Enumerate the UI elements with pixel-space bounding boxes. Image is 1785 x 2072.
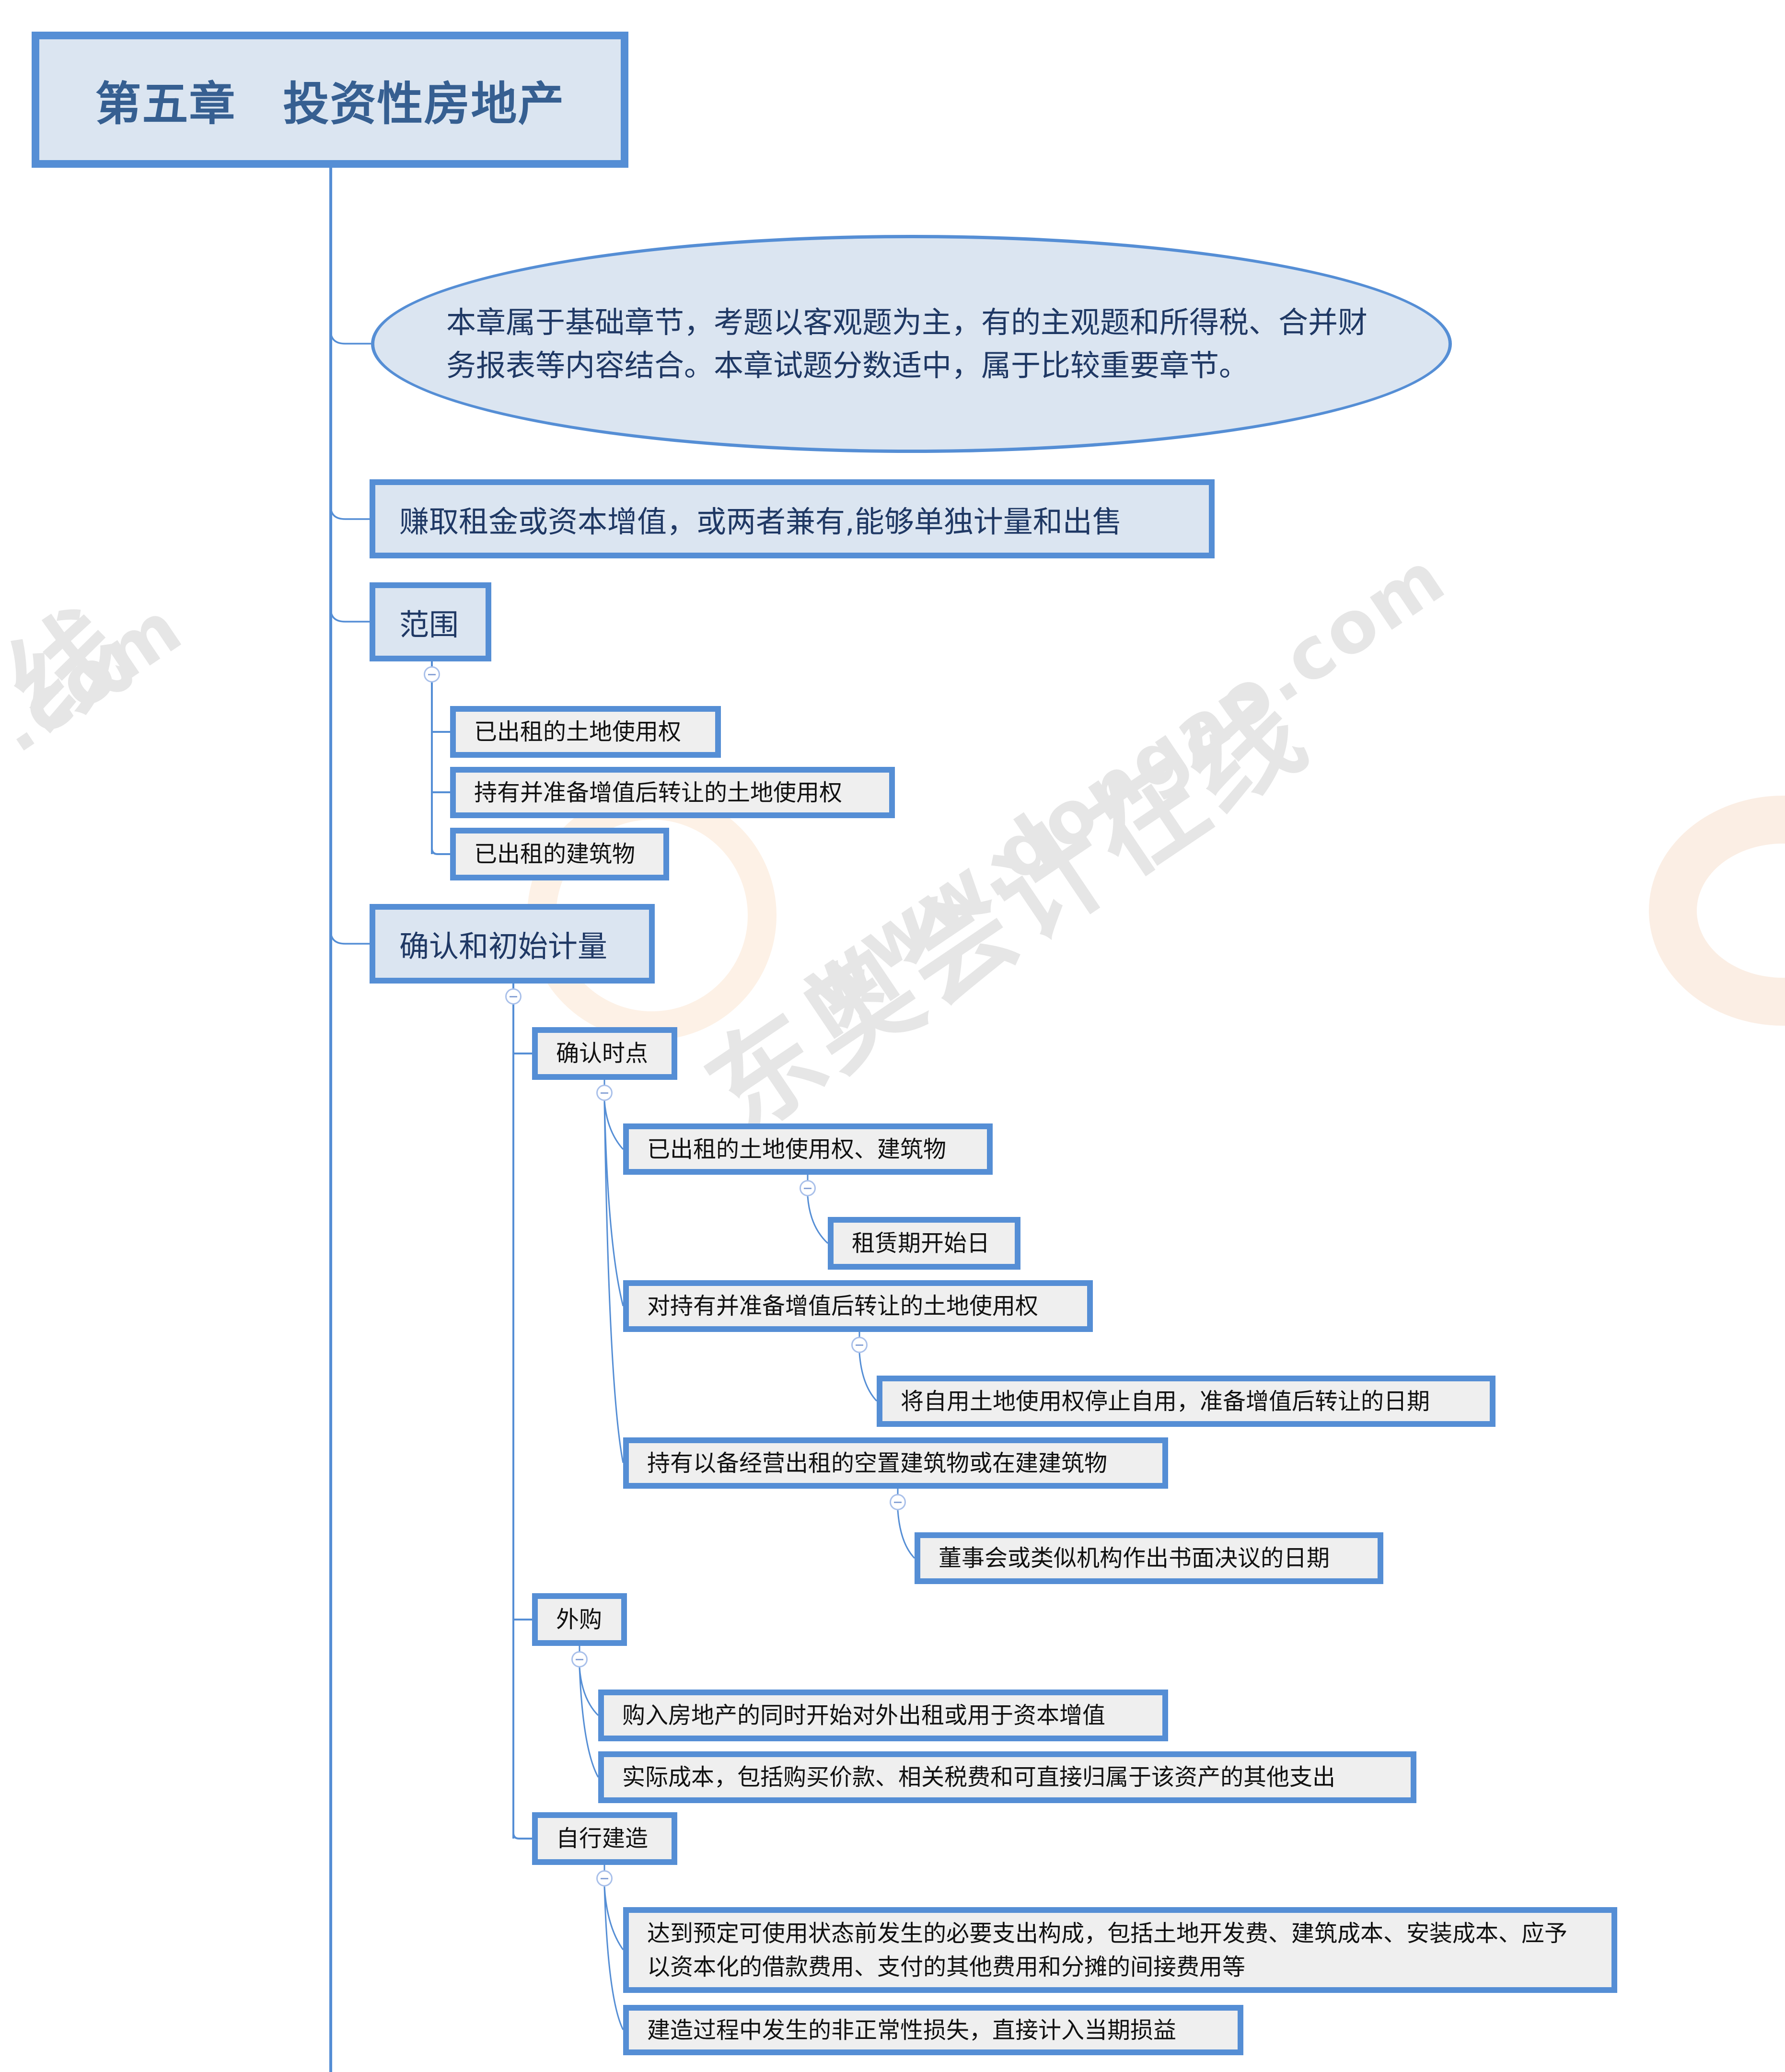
purchase-item-label: 购入房地产的同时开始对外出租或用于资本增值 (622, 1702, 1106, 1729)
minus-icon (428, 673, 436, 675)
timing-vacant-building-date[interactable]: 董事会或类似机构作出书面决议的日期 (915, 1532, 1383, 1584)
collapse-timing-button[interactable] (596, 1085, 613, 1101)
timing-held-land-item[interactable]: 对持有并准备增值后转让的土地使用权 (623, 1280, 1093, 1332)
subtopic-purchase-label: 外购 (556, 1606, 603, 1633)
timing-item-label: 已出租的土地使用权、建筑物 (647, 1135, 947, 1163)
subtopic-timing[interactable]: 确认时点 (532, 1027, 677, 1080)
topic-recognition-label: 确认和初始计量 (399, 929, 608, 964)
timing-date-label: 董事会或类似机构作出书面决议的日期 (939, 1545, 1330, 1572)
scope-item-label: 已出租的建筑物 (474, 841, 636, 868)
minus-icon (601, 1092, 608, 1094)
minus-icon (804, 1187, 811, 1189)
collapse-timing-vacant-button[interactable] (890, 1494, 906, 1510)
subtopic-purchase[interactable]: 外购 (532, 1593, 627, 1646)
scope-item-leased-building[interactable]: 已出租的建筑物 (450, 828, 669, 880)
collapse-timing-leased-button[interactable] (800, 1180, 816, 1196)
self-built-item-label: 建造过程中发生的非正常性损失，直接计入当期损益 (647, 2016, 1177, 2044)
timing-vacant-building-item[interactable]: 持有以备经营出租的空置建筑物或在建建筑物 (623, 1437, 1168, 1489)
scope-item-label: 持有并准备增值后转让的土地使用权 (474, 779, 843, 806)
timing-item-label: 持有以备经营出租的空置建筑物或在建建筑物 (647, 1449, 1108, 1477)
minus-icon (576, 1658, 583, 1660)
subtopic-self-built[interactable]: 自行建造 (532, 1812, 677, 1865)
timing-item-label: 对持有并准备增值后转让的土地使用权 (647, 1293, 1039, 1320)
topic-scope[interactable]: 范围 (370, 582, 491, 661)
timing-leased-date[interactable]: 租赁期开始日 (828, 1217, 1020, 1270)
collapse-self-built-button[interactable] (596, 1870, 613, 1887)
topic-recognition[interactable]: 确认和初始计量 (370, 904, 655, 984)
collapse-scope-button[interactable] (424, 666, 440, 683)
chapter-summary-callout[interactable]: 本章属于基础章节，考题以客观题为主，有的主观题和所得税、合并财务报表等内容结合。… (371, 235, 1452, 453)
timing-leased-item[interactable]: 已出租的土地使用权、建筑物 (623, 1123, 993, 1175)
timing-date-label: 将自用土地使用权停止自用，准备增值后转让的日期 (901, 1388, 1430, 1415)
self-built-item-cost[interactable]: 达到预定可使用状态前发生的必要支出构成，包括土地开发费、建筑成本、安装成本、应予… (623, 1907, 1617, 1993)
timing-date-label: 租赁期开始日 (852, 1230, 990, 1257)
minus-icon (894, 1501, 902, 1503)
purchase-item-label: 实际成本，包括购买价款、相关税费和可直接归属于该资产的其他支出 (622, 1764, 1336, 1791)
root-topic[interactable]: 第五章 投资性房地产 (32, 32, 628, 168)
scope-item-leased-land[interactable]: 已出租的土地使用权 (450, 706, 721, 758)
minus-icon (510, 995, 517, 997)
minus-icon (601, 1877, 608, 1879)
chapter-summary-text: 本章属于基础章节，考题以客观题为主，有的主观题和所得税、合并财务报表等内容结合。… (446, 304, 1368, 383)
root-title: 第五章 投资性房地产 (95, 77, 565, 131)
topic-definition-label: 赚取租金或资本增值，或两者兼有,能够单独计量和出售 (399, 504, 1122, 539)
subtopic-timing-label: 确认时点 (556, 1040, 649, 1067)
purchase-item-cost[interactable]: 实际成本，包括购买价款、相关税费和可直接归属于该资产的其他支出 (598, 1751, 1416, 1803)
purchase-item-timing[interactable]: 购入房地产的同时开始对外出租或用于资本增值 (598, 1690, 1168, 1741)
self-built-item-label: 达到预定可使用状态前发生的必要支出构成，包括土地开发费、建筑成本、安装成本、应予… (647, 1920, 1568, 1980)
collapse-timing-held-land-button[interactable] (851, 1337, 868, 1353)
self-built-item-loss[interactable]: 建造过程中发生的非正常性损失，直接计入当期损益 (623, 2005, 1243, 2055)
topic-scope-label: 范围 (399, 607, 459, 642)
minus-icon (856, 1344, 863, 1346)
collapse-recognition-button[interactable] (505, 988, 522, 1005)
timing-held-land-date[interactable]: 将自用土地使用权停止自用，准备增值后转让的日期 (877, 1376, 1495, 1427)
scope-item-held-land[interactable]: 持有并准备增值后转让的土地使用权 (450, 767, 895, 818)
collapse-purchase-button[interactable] (571, 1651, 588, 1667)
subtopic-self-built-label: 自行建造 (556, 1825, 649, 1852)
topic-definition[interactable]: 赚取租金或资本增值，或两者兼有,能够单独计量和出售 (370, 479, 1215, 558)
scope-item-label: 已出租的土地使用权 (474, 718, 682, 745)
